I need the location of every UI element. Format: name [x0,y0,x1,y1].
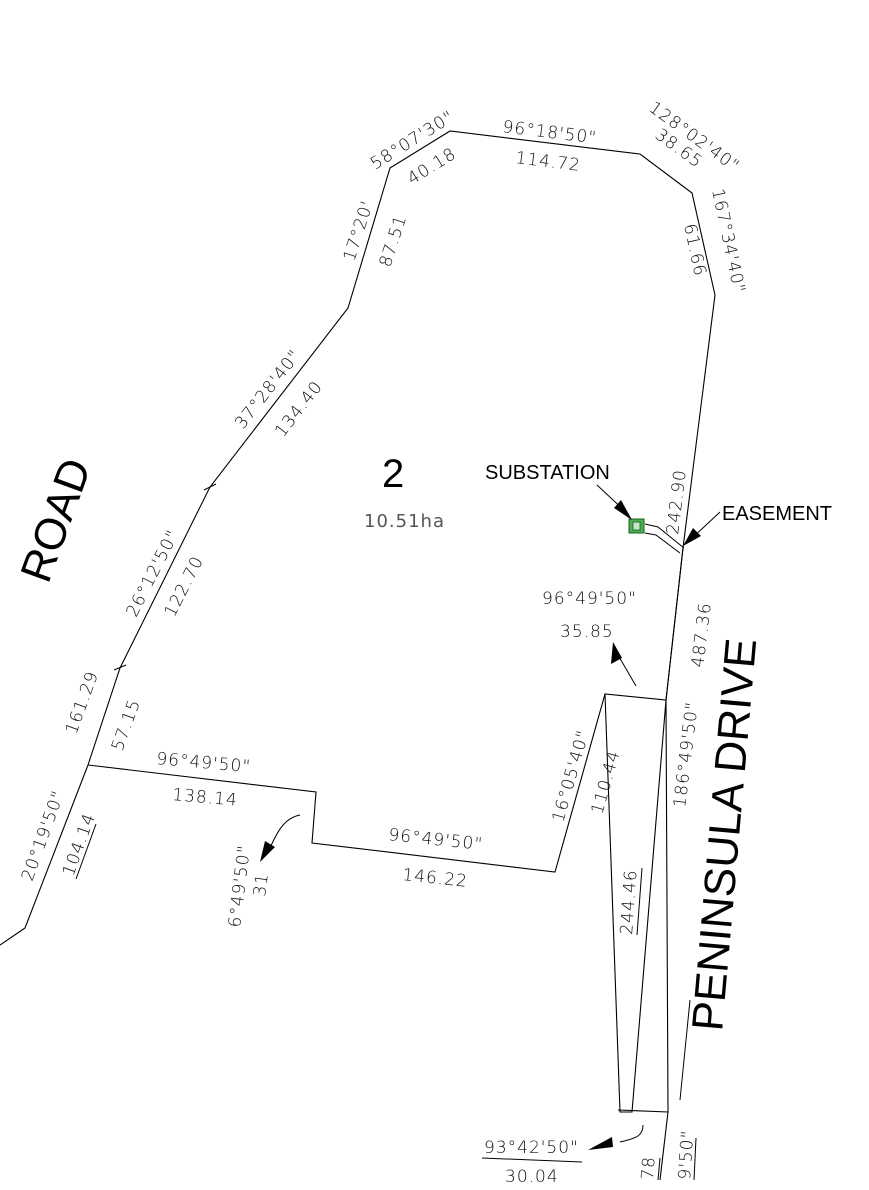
bearing-label: 96°49'50" [387,825,483,855]
distance-label: 242.90 [663,468,691,535]
tick-mark [203,483,217,491]
easement-line [644,523,685,549]
arrow-icon [614,500,632,520]
distance-label: 31 [250,872,273,898]
handle-bottom-line [617,1109,669,1113]
distance-label: 114.72 [514,148,581,176]
bearing-label: 93°42'50" [484,1138,579,1158]
easement-label: EASEMENT [722,503,832,525]
bearing-label: 96°49'50" [542,589,637,609]
handle-right-line [659,699,669,1181]
frontage-line [679,999,691,1101]
arrow-icon [588,1137,613,1150]
underline [75,823,97,880]
substation-label: SUBSTATION [485,462,610,484]
road-name-left: ROAD [11,452,101,588]
underline [657,1157,661,1181]
underline [693,1137,697,1181]
jog-leader [269,814,301,849]
lot-number: 2 [382,452,404,496]
bearing-label: 9'50" [675,1129,698,1180]
distance-label: 161.29 [62,668,103,736]
distance-label: 487.36 [688,601,716,668]
road-name-right: PENINSULA DRIVE [683,636,766,1032]
substation-icon-inner [632,521,641,531]
bearing-label: 167°34'40" [707,187,749,296]
distance-label: 110.44 [588,748,625,816]
tick-mark [113,664,127,671]
lot-area: 10.51ha [364,511,445,532]
underline [481,1157,583,1163]
bearing-label: 96°18'50" [501,117,598,148]
bearing-label: 186°49'50" [670,700,703,808]
distance-label: 146.22 [401,865,468,892]
bearing-label: 17°20' [340,198,378,264]
distance-label: 35.85 [560,622,614,642]
distance-label: 57.15 [108,696,145,753]
distance-label: 87.51 [376,212,412,269]
drive-boundary-line [604,547,684,1113]
bottom-leader [619,1124,644,1143]
arrow-icon [683,528,701,546]
notch-leader [617,654,637,687]
distance-label: 138.14 [172,785,239,811]
distance-label: 61.66 [679,222,710,279]
distance-label: 78 [638,1155,660,1180]
underline [636,867,643,936]
arrow-icon [611,642,622,664]
bearing-label: 96°49'50" [156,749,252,777]
lot-boundary [87,130,716,873]
road-boundary-line [0,764,89,946]
easement-line [644,532,681,554]
arrow-icon [260,841,275,862]
distance-label: 30.04 [505,1167,559,1187]
